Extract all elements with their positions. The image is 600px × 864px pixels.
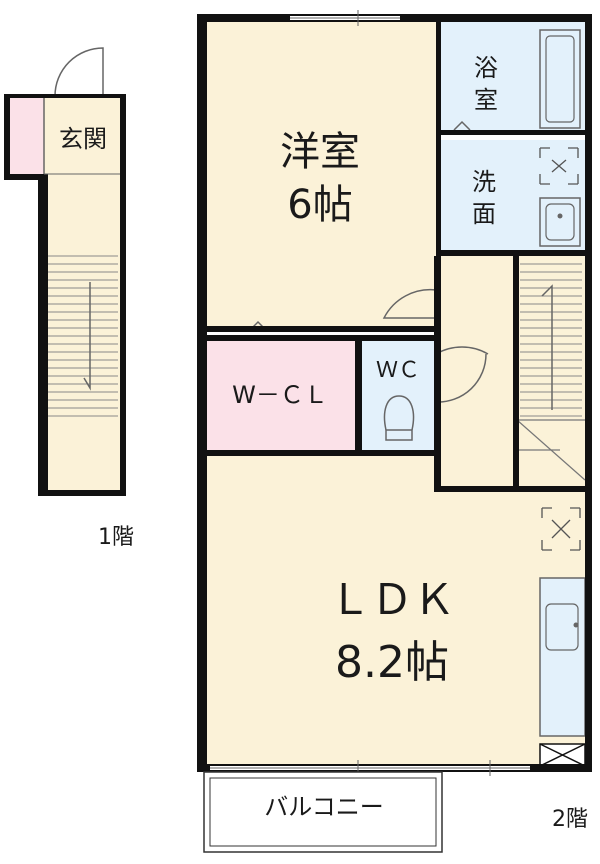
wash-basin-icon (539, 197, 581, 247)
bath-door-icon (453, 120, 471, 131)
ldk-room (207, 456, 585, 764)
bathroom (441, 22, 585, 134)
stair-area-floor2 (517, 256, 585, 488)
washroom-label-2: 面 (472, 200, 496, 228)
entrance-door-swing (54, 47, 104, 97)
walk-in-closet (207, 341, 355, 450)
stair-arrow-icon (83, 282, 91, 391)
washroom-label-1: 洗 (472, 168, 496, 196)
western-room-size: 6帖 (287, 182, 352, 228)
stair-arrow-icon-floor2 (541, 284, 553, 410)
washing-machine-space-icon (539, 147, 579, 185)
floor1-label: 1階 (98, 525, 134, 550)
floor2-plan (197, 10, 592, 853)
balcony-label: バルコニー (264, 793, 384, 821)
kitchen-counter (539, 577, 586, 737)
hallway (441, 256, 515, 488)
refrigerator-space-icon (541, 507, 581, 551)
bath-label-2: 室 (474, 86, 498, 114)
western-room-name: 洋室 (280, 129, 360, 175)
stair-shaft-floor1 (44, 174, 122, 492)
shoe-storage (10, 98, 44, 174)
western-room-door-icon (382, 288, 437, 319)
stair-treads-floor1 (48, 255, 118, 417)
toilet-label: ＷＣ (376, 358, 420, 383)
ldk-size: 8.2帖 (335, 637, 449, 688)
entrance-label: 玄関 (59, 125, 107, 153)
washroom (441, 140, 585, 250)
floor1-plan (4, 47, 126, 496)
toilet-bowl-icon (383, 395, 415, 441)
ldk-label: ＬＤＫ (329, 575, 455, 624)
stair-treads-floor2 (520, 263, 582, 417)
windows (210, 10, 530, 776)
floor2-label: 2階 (552, 807, 588, 832)
cabinet-icon (539, 743, 586, 767)
bath-label-1: 浴 (474, 54, 498, 82)
closet-label: W－ＣＬ (232, 381, 328, 409)
bathtub-icon (539, 29, 581, 129)
western-room (207, 22, 436, 328)
entrance-area (44, 98, 122, 174)
balcony (203, 771, 443, 853)
